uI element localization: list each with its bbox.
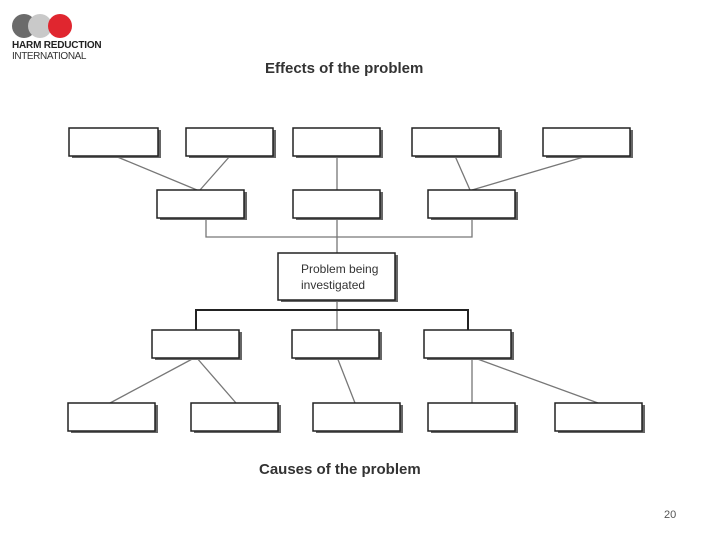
logo-name: HARM REDUCTION [12, 40, 102, 51]
connector [471, 155, 588, 191]
logo-subtitle: INTERNATIONAL [12, 51, 87, 62]
effect-box [292, 189, 383, 220]
logo-circles-icon [6, 12, 116, 40]
cause-box [423, 329, 514, 360]
connector [205, 218, 473, 238]
effect-box [185, 127, 276, 158]
problem-box [277, 252, 398, 302]
effect-box [68, 127, 161, 158]
problem-label-line2: investigated [301, 278, 366, 292]
effects-heading: Effects of the problem [265, 60, 424, 77]
connector [114, 155, 198, 191]
cause-box [190, 402, 281, 433]
cause-box [291, 329, 382, 360]
cause-box [67, 402, 158, 433]
problem-label: Problem being investigated [301, 261, 391, 293]
cause-box [427, 402, 518, 433]
effect-box [411, 127, 502, 158]
cause-box [312, 402, 403, 433]
cause-box [151, 329, 242, 360]
connector [109, 356, 197, 404]
connector [195, 309, 469, 330]
cause-box [554, 402, 645, 433]
effect-box [427, 189, 518, 220]
effect-box [542, 127, 633, 158]
causes-heading: Causes of the problem [259, 461, 421, 478]
problem-label-line1: Problem being [301, 262, 379, 276]
effect-box [292, 127, 383, 158]
page-number: 20 [664, 509, 677, 521]
connector [199, 155, 231, 191]
connector [195, 356, 237, 404]
connector [336, 356, 356, 404]
harm-reduction-logo: HARM REDUCTION INTERNATIONAL [6, 12, 116, 62]
effect-box [156, 189, 247, 220]
connector [454, 155, 471, 191]
connector [471, 356, 599, 404]
